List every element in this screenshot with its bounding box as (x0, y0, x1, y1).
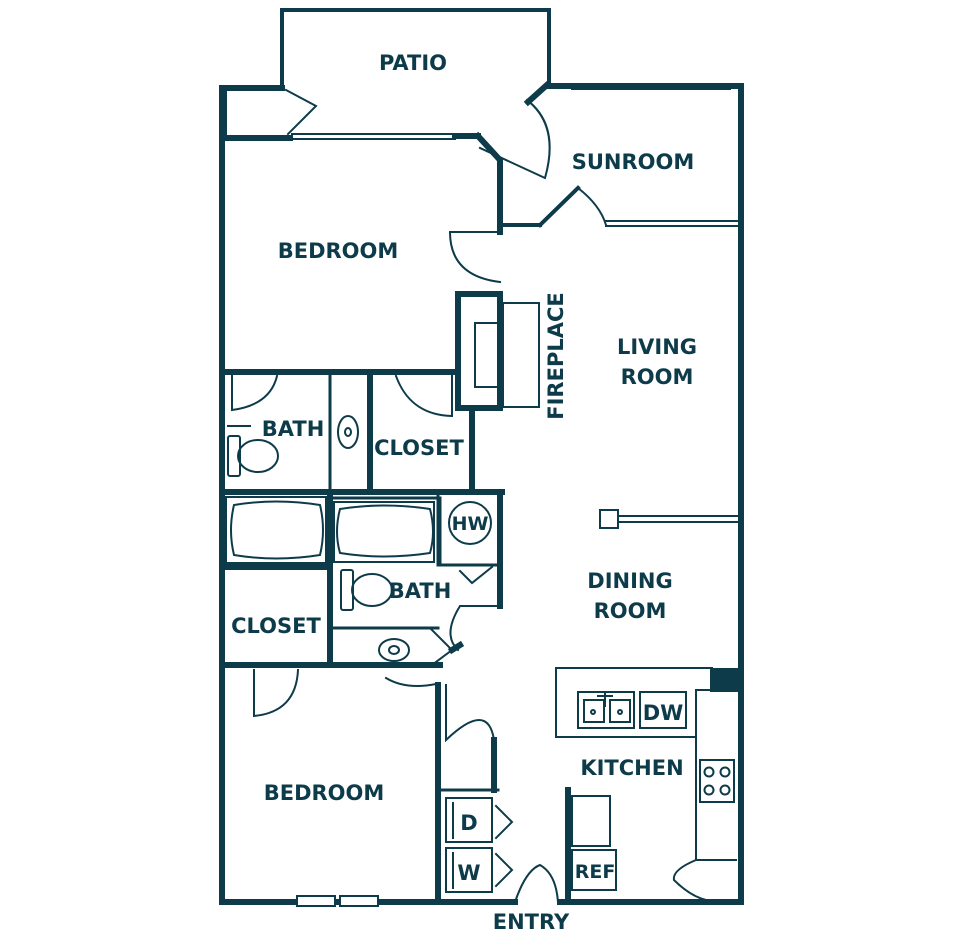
kitchen-sink (577, 691, 635, 729)
pantry-door (672, 859, 737, 902)
refrigerator-area (565, 787, 617, 901)
bathtub-left (225, 496, 327, 564)
stove (699, 759, 735, 803)
angled-walls (473, 79, 553, 235)
dining-partition (599, 509, 739, 529)
label-washer: W (457, 861, 480, 885)
bedroom-slider (291, 133, 456, 140)
label-dining-2: ROOM (594, 599, 667, 623)
label-fireplace: FIREPLACE (544, 292, 568, 419)
bedroom-top-door (448, 230, 502, 284)
dishwasher (639, 691, 687, 729)
hall-closet-door (445, 684, 496, 743)
laundry (436, 788, 514, 893)
sunroom-walls (498, 185, 742, 228)
bedroom-bottom-door (384, 676, 438, 687)
sink-bottom-bath (332, 627, 454, 667)
interior-walls (219, 369, 505, 903)
closet-top-door (394, 374, 453, 418)
label-bath-top: BATH (262, 417, 325, 441)
label-dw: DW (643, 701, 684, 725)
room-labels: PATIO SUNROOM BEDROOM FIREPLACE LIVING R… (231, 51, 697, 934)
label-living-1: LIVING (617, 335, 697, 359)
label-dryer: D (460, 811, 477, 835)
bathtub-right (333, 501, 435, 563)
toilet-top-bath (227, 425, 279, 477)
toilet-bottom-bath (340, 569, 393, 611)
bath-top-door (231, 374, 279, 412)
closet-bottom-door (253, 668, 300, 718)
sunroom-top-window (571, 83, 731, 90)
water-heater (438, 496, 502, 585)
label-bedroom-bottom: BEDROOM (264, 781, 385, 805)
label-bath-bottom: BATH (389, 579, 452, 603)
label-sunroom: SUNROOM (572, 150, 695, 174)
label-ref: REF (575, 861, 616, 883)
sink-top-bath (337, 415, 359, 449)
patio-walls (280, 8, 551, 180)
label-hw: HW (452, 513, 489, 535)
label-bedroom-top: BEDROOM (278, 239, 399, 263)
entry-door (513, 863, 560, 904)
fireplace (455, 291, 540, 411)
label-kitchen: KITCHEN (580, 756, 683, 780)
label-closet-bottom: CLOSET (231, 614, 321, 638)
bedroom-bottom-window (296, 895, 379, 907)
label-entry: ENTRY (493, 910, 570, 934)
label-patio: PATIO (379, 51, 447, 75)
label-closet-top: CLOSET (374, 436, 464, 460)
label-dining-1: DINING (587, 569, 672, 593)
label-living-2: ROOM (621, 365, 694, 389)
